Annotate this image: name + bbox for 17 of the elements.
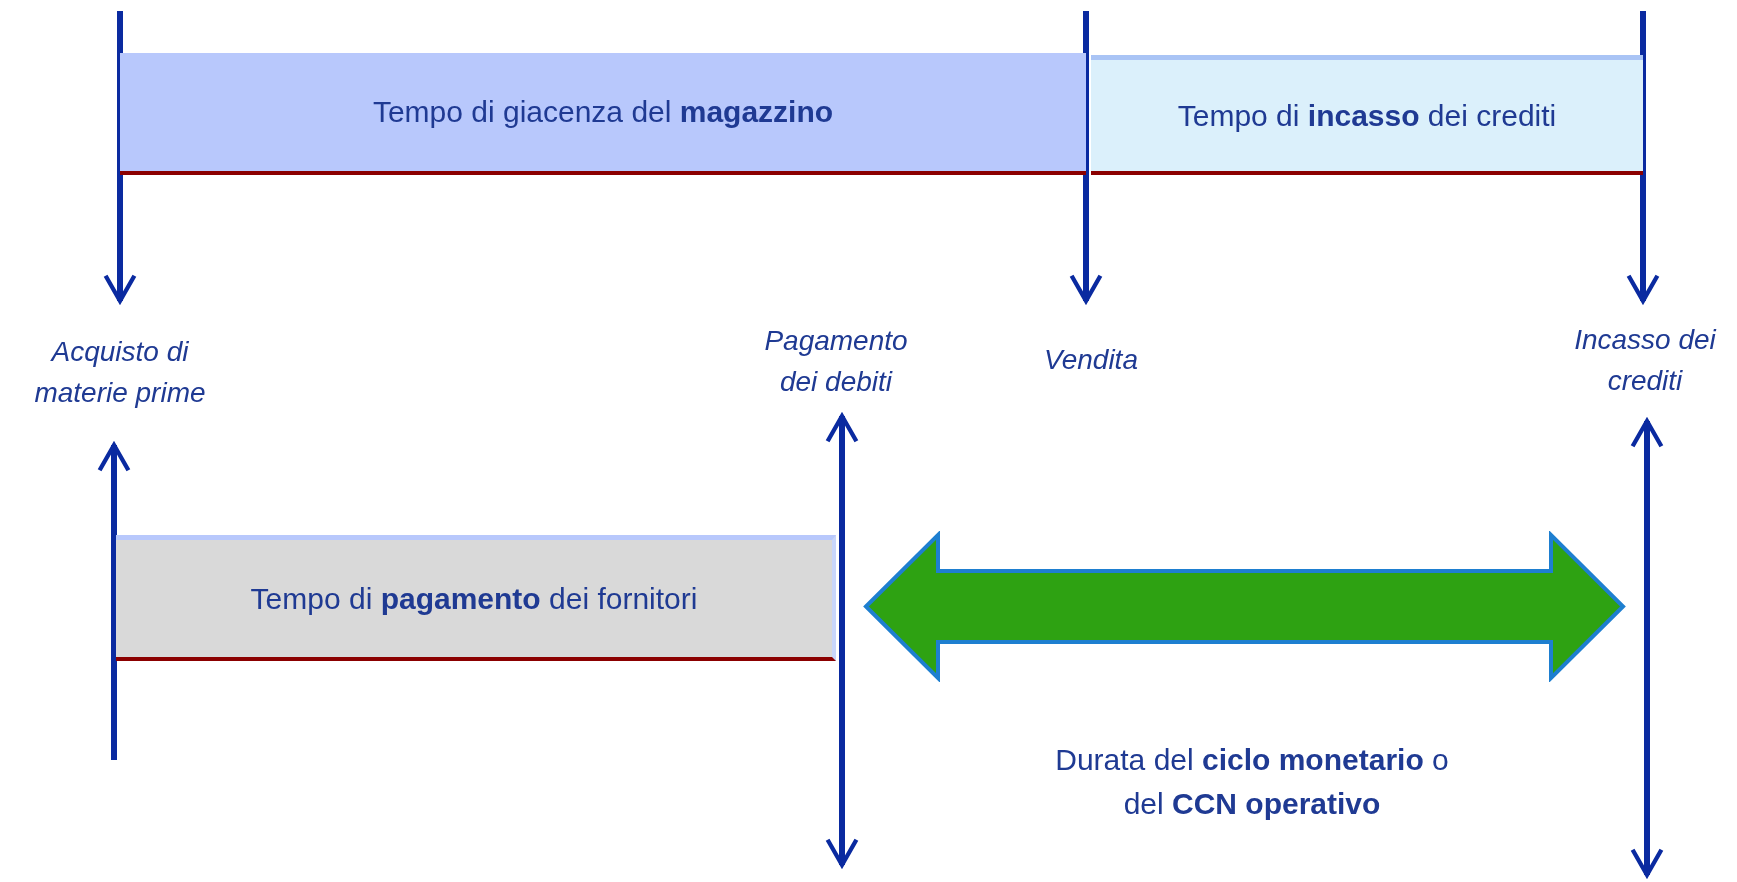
duration-caption: Durata del ciclo monetario o del CCN operativo	[1054, 742, 1450, 822]
payment-period-bar	[116, 535, 836, 661]
arrow	[97, 442, 131, 760]
event-label: Incasso dei crediti	[1555, 303, 1735, 419]
arrow	[1626, 11, 1660, 304]
arrow	[103, 11, 137, 304]
bar-label: Tempo di incasso dei crediti	[1177, 98, 1557, 133]
event-label: Pagamento dei debiti	[751, 310, 921, 414]
arrow	[825, 413, 859, 868]
collection-period-bar	[1091, 55, 1643, 175]
event-label: Vendita	[1001, 303, 1181, 418]
arrow	[1069, 11, 1103, 304]
bar-label: Tempo di pagamento dei fornitori	[250, 581, 698, 616]
bar-label: Tempo di giacenza del magazzino	[372, 95, 834, 129]
inventory-period-bar	[120, 53, 1086, 175]
arrow	[1630, 418, 1664, 878]
event-label: Acquisto di materie prime	[5, 303, 235, 443]
